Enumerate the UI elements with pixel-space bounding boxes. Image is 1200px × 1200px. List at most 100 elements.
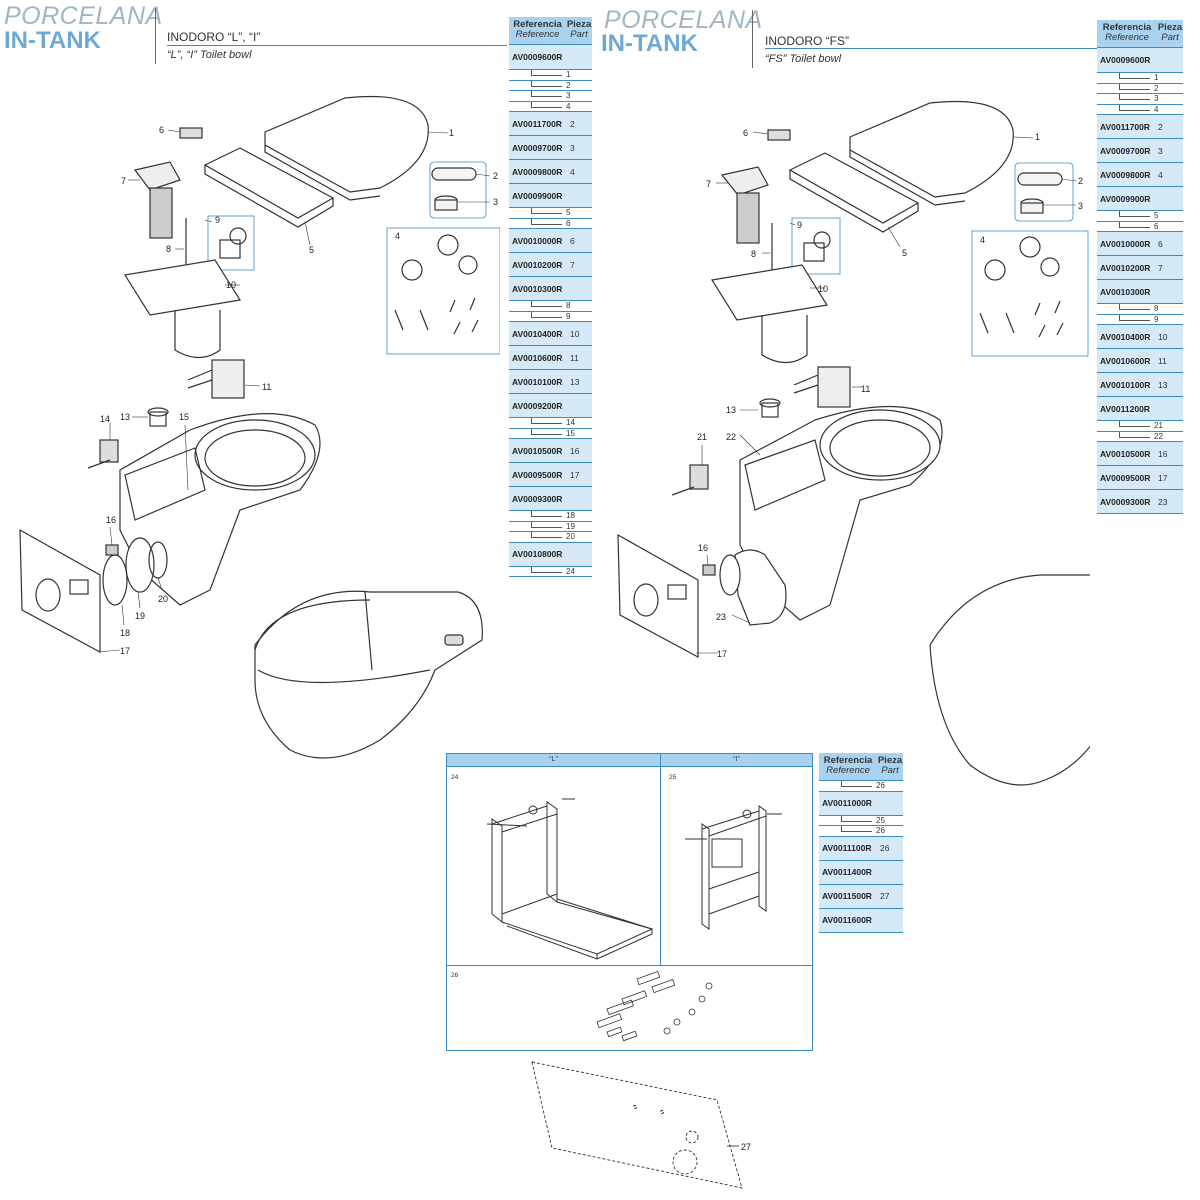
table-subrow: 22 <box>1097 431 1183 442</box>
callout-21-right: 21 <box>697 432 708 442</box>
callout-18-left: 18 <box>120 628 131 638</box>
part-number: 13 <box>570 376 580 387</box>
part-number: 6 <box>570 235 575 246</box>
reference-code: AV0010400R <box>1100 331 1151 342</box>
cell-label-25: 25 <box>669 774 677 781</box>
bracket-line <box>531 218 562 225</box>
callout-5-left: 5 <box>309 245 315 255</box>
part-number: 17 <box>1158 472 1168 483</box>
table-subrow: 14 <box>509 418 592 429</box>
callout-2-left: 2 <box>493 171 499 181</box>
title-rule-right <box>765 48 1097 49</box>
part-number: 5 <box>566 208 571 218</box>
table-subrow: 4 <box>509 101 592 112</box>
part-number: 7 <box>1158 262 1163 273</box>
table-subrow: 18 <box>509 511 592 522</box>
part-number: 2 <box>1154 83 1159 93</box>
part-number: 26 <box>880 843 890 853</box>
bracket-line <box>1119 94 1150 101</box>
callout-20-left: 20 <box>158 594 169 604</box>
reference-code: AV0010600R <box>1100 355 1151 366</box>
callout-4-right: 4 <box>980 235 986 245</box>
table-subrow: 9 <box>1097 314 1183 325</box>
reference-code: AV0009500R <box>1100 472 1151 483</box>
frame-divider-v <box>660 766 661 965</box>
callout-10-right: 10 <box>818 284 829 294</box>
table-subrow: 25 <box>819 815 903 826</box>
table-subrow: 3 <box>1097 94 1183 105</box>
part-number: 16 <box>1158 448 1168 459</box>
part-number: 25 <box>876 815 885 825</box>
table-row: AV0011600R <box>819 908 903 933</box>
section-title-left: INODORO “L”, “I” <box>167 30 261 44</box>
table-subrow: 2 <box>509 80 592 91</box>
bracket-line <box>531 208 562 215</box>
callout-27: 27 <box>741 1142 752 1152</box>
table-subrow: 4 <box>1097 104 1183 115</box>
frame-divider-h <box>447 965 812 966</box>
part-number: 2 <box>1158 121 1163 132</box>
part-number: 2 <box>566 80 571 90</box>
table-row: AV0011200R <box>1097 397 1183 421</box>
table-subrow: 6 <box>1097 221 1183 232</box>
table-subrow: 1 <box>1097 73 1183 84</box>
callout-13-right: 13 <box>726 405 737 415</box>
callout-17-right: 17 <box>717 649 728 659</box>
reference-code: AV0010100R <box>1100 379 1151 390</box>
bracket-line <box>531 80 562 87</box>
bracket-line <box>531 418 562 425</box>
table-subrow: 5 <box>509 208 592 219</box>
table-subrow: 15 <box>509 428 592 439</box>
callout-5-right: 5 <box>902 248 908 258</box>
callout-13-left: 13 <box>120 412 131 422</box>
callout-15-left: 15 <box>179 412 190 422</box>
callout-9-right: 9 <box>797 220 803 230</box>
bracket-line <box>841 826 872 833</box>
bracket-line <box>1119 431 1150 438</box>
callout-8-left: 8 <box>166 244 172 254</box>
part-number: 27 <box>880 891 890 901</box>
reference-code: AV0009700R <box>512 142 563 153</box>
bracket-line <box>1119 314 1150 321</box>
frame-header-l: “L” <box>447 754 661 767</box>
table-subrow: 1 <box>509 70 592 81</box>
part-number: 6 <box>1158 238 1163 249</box>
reference-code: AV0009200R <box>512 400 563 411</box>
exploded-diagram-right <box>617 100 1090 786</box>
reference-code: AV0010000R <box>1100 238 1151 249</box>
table-subrow: 3 <box>509 91 592 102</box>
table-row: AV0010300R <box>1097 280 1183 304</box>
reference-code: AV0011100R <box>822 843 872 853</box>
bracket-line <box>841 815 872 822</box>
table-row: AV0009200R <box>509 394 592 418</box>
part-number: 14 <box>566 418 575 428</box>
callout-9-left: 9 <box>215 215 221 225</box>
part-number: 1 <box>566 70 571 80</box>
part-number: 26 <box>876 781 885 791</box>
part-number: 8 <box>566 301 571 311</box>
part-number: 4 <box>566 101 571 111</box>
bracket-line <box>531 91 562 98</box>
callout-11-left: 11 <box>262 382 272 392</box>
table-row: AV0010300R <box>509 277 592 301</box>
bracket-line <box>1119 104 1150 111</box>
table-row: AV0011000R <box>819 791 903 816</box>
part-number: 16 <box>570 445 580 456</box>
table-subrow: 26 <box>819 781 903 792</box>
part-number: 3 <box>566 91 571 101</box>
table-subrow: 8 <box>1097 304 1183 315</box>
table-row: AV0009500R 17 <box>1097 466 1183 490</box>
bracket-line <box>531 70 562 77</box>
table-row: AV0009600R <box>1097 48 1183 73</box>
reference-code: AV0010600R <box>512 352 563 363</box>
brand-porcelana-left: PORCELANA <box>4 2 163 30</box>
